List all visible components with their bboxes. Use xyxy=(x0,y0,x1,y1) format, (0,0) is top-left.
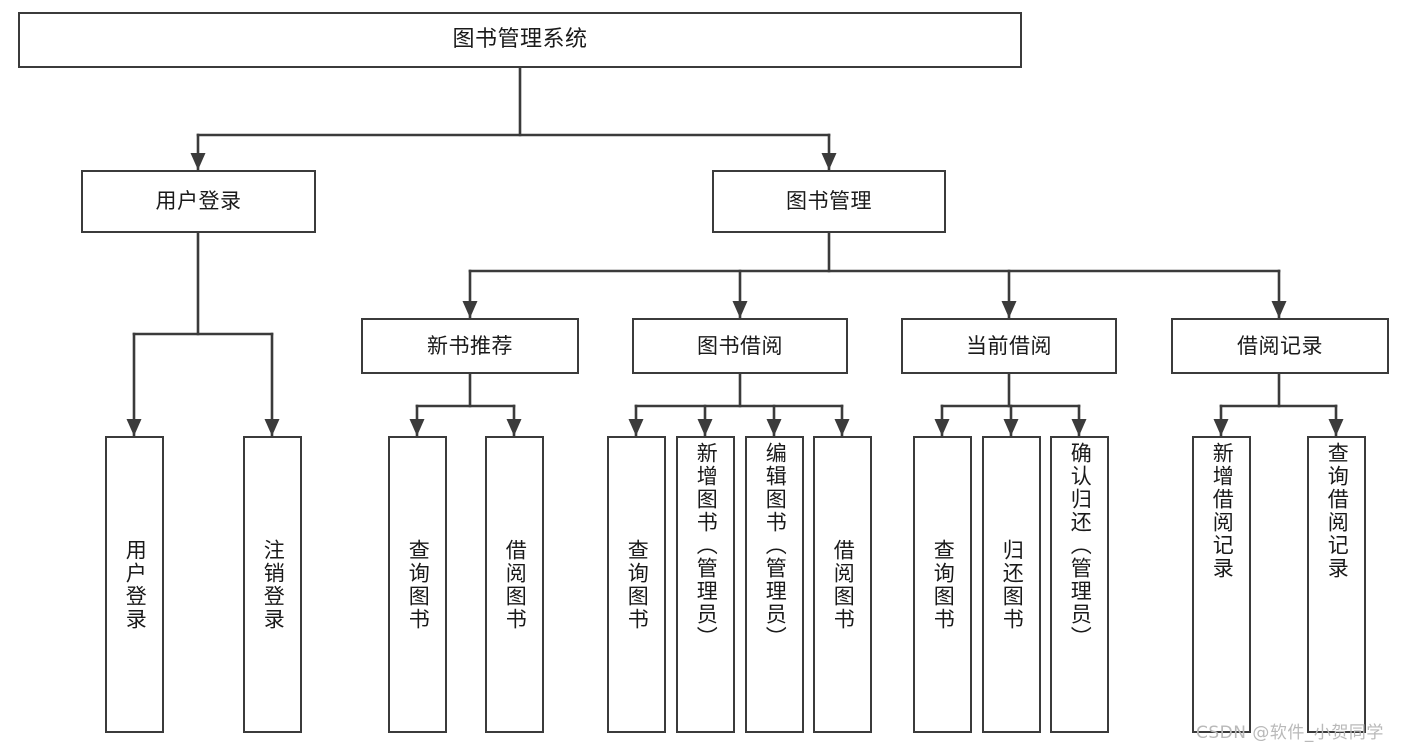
node-leaf-11-label: 新增借阅记录 xyxy=(1210,442,1235,580)
node-leaf-6[interactable]: 编辑图书（管理员） xyxy=(745,436,804,733)
node-level2-1-label: 图书借阅 xyxy=(697,333,783,358)
node-leaf-4[interactable]: 查询图书 xyxy=(607,436,666,733)
node-root-system[interactable]: 图书管理系统 xyxy=(18,12,1022,68)
node-leaf-11[interactable]: 新增借阅记录 xyxy=(1192,436,1251,733)
node-leaf-12-label: 查询借阅记录 xyxy=(1325,442,1350,580)
node-level2-2[interactable]: 当前借阅 xyxy=(901,318,1117,374)
node-leaf-6-label: 编辑图书（管理员） xyxy=(763,442,788,649)
node-leaf-2-label: 查询图书 xyxy=(406,538,431,631)
node-leaf-5-label: 新增图书（管理员） xyxy=(694,442,719,649)
node-root-system-label: 图书管理系统 xyxy=(452,27,588,52)
node-leaf-1-label: 注销登录 xyxy=(261,538,286,631)
node-leaf-8[interactable]: 查询图书 xyxy=(913,436,972,733)
node-leaf-4-label: 查询图书 xyxy=(625,538,650,631)
node-level2-2-label: 当前借阅 xyxy=(966,333,1052,358)
node-leaf-7-label: 借阅图书 xyxy=(831,538,856,631)
csdn-watermark: CSDN @软件_小贺同学 xyxy=(1196,723,1384,743)
node-level1-1-label: 图书管理 xyxy=(786,189,872,213)
node-leaf-0-label: 用户登录 xyxy=(123,538,148,631)
node-level1-1[interactable]: 图书管理 xyxy=(712,170,946,233)
node-leaf-10[interactable]: 确认归还（管理员） xyxy=(1050,436,1109,733)
node-leaf-5[interactable]: 新增图书（管理员） xyxy=(676,436,735,733)
node-leaf-8-label: 查询图书 xyxy=(931,538,956,631)
node-leaf-12[interactable]: 查询借阅记录 xyxy=(1307,436,1366,733)
node-level2-0[interactable]: 新书推荐 xyxy=(361,318,579,374)
node-leaf-2[interactable]: 查询图书 xyxy=(388,436,447,733)
node-leaf-3[interactable]: 借阅图书 xyxy=(485,436,544,733)
node-leaf-1[interactable]: 注销登录 xyxy=(243,436,302,733)
node-level2-3[interactable]: 借阅记录 xyxy=(1171,318,1389,374)
node-leaf-10-label: 确认归还（管理员） xyxy=(1068,442,1093,649)
node-leaf-7[interactable]: 借阅图书 xyxy=(813,436,872,733)
node-leaf-9[interactable]: 归还图书 xyxy=(982,436,1041,733)
node-level2-3-label: 借阅记录 xyxy=(1237,333,1323,358)
node-level1-0-label: 用户登录 xyxy=(155,189,242,213)
node-leaf-3-label: 借阅图书 xyxy=(503,538,528,631)
node-leaf-0[interactable]: 用户登录 xyxy=(105,436,164,733)
node-level1-0[interactable]: 用户登录 xyxy=(81,170,316,233)
node-leaf-9-label: 归还图书 xyxy=(1000,538,1025,631)
node-level2-1[interactable]: 图书借阅 xyxy=(632,318,848,374)
node-level2-0-label: 新书推荐 xyxy=(427,333,513,358)
